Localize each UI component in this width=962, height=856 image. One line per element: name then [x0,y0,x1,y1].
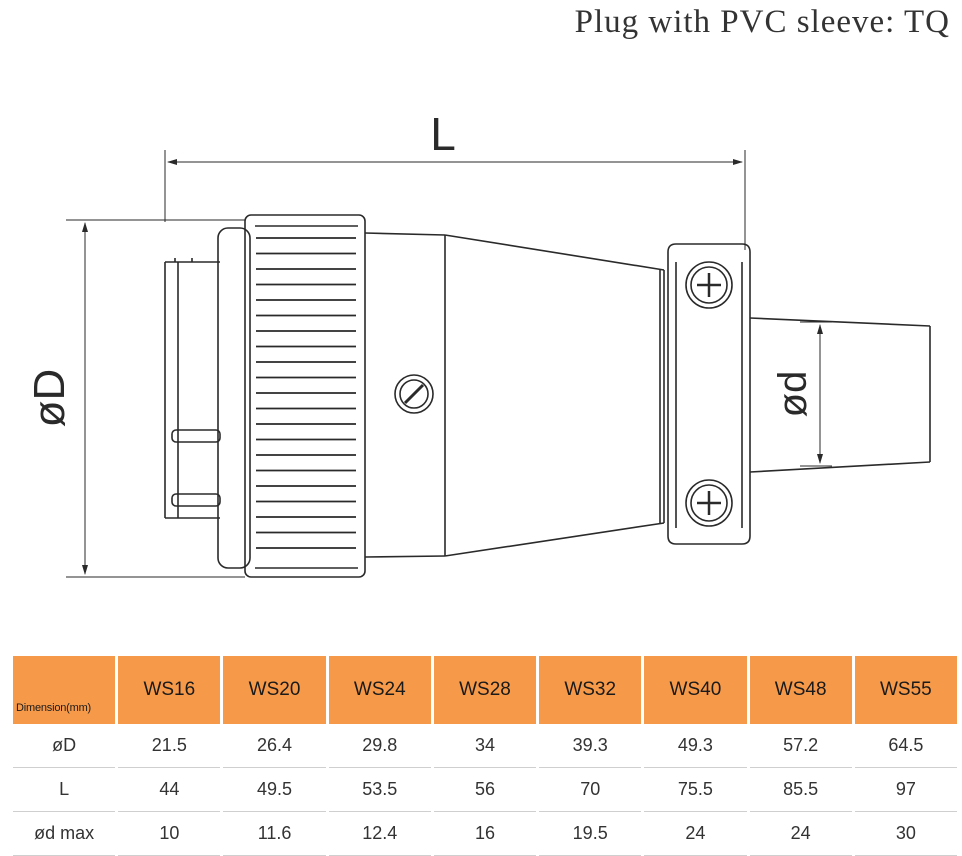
length-dimension [164,150,746,250]
col-header-ws40: WS40 [644,656,747,724]
flange [217,227,251,569]
col-header-ws20: WS20 [223,656,326,724]
table-row: øD 21.5 26.4 29.8 34 39.3 49.3 57.2 64.5 [13,724,957,768]
pvc-sleeve [749,317,931,473]
table-corner-label: Dimension(mm) [13,656,116,724]
table-cell: 53.5 [328,768,431,812]
cable-diameter-label: ød [771,371,815,418]
diameter-dimension [66,219,245,578]
table-cell: 44 [118,768,221,812]
table-cell: 10 [118,812,221,856]
row-label: L [13,768,116,812]
col-header-ws48: WS48 [749,656,852,724]
locking-screw [394,374,434,414]
table-cell: 64.5 [854,724,957,768]
col-header-ws28: WS28 [433,656,537,724]
dimension-table: Dimension(mm) WS16 WS20 WS24 WS28 WS32 W… [10,656,960,856]
col-header-ws55: WS55 [854,656,957,724]
row-label: ød max [13,812,116,856]
table-cell: 97 [854,768,957,812]
table-cell: 56 [433,768,537,812]
table-header-row: Dimension(mm) WS16 WS20 WS24 WS28 WS32 W… [13,656,957,724]
table-cell: 12.4 [328,812,431,856]
table-cell: 19.5 [539,812,642,856]
table-cell: 24 [644,812,747,856]
length-label: L [430,108,456,160]
table-row: L 44 49.5 53.5 56 70 75.5 85.5 97 [13,768,957,812]
col-header-ws16: WS16 [118,656,221,724]
col-header-ws32: WS32 [539,656,642,724]
table-cell: 34 [433,724,537,768]
table-cell: 11.6 [223,812,326,856]
coupling-nut [244,214,366,578]
knurl-lines [256,237,356,549]
page-title: Plug with PVC sleeve: TQ [574,4,950,40]
table-cell: 49.5 [223,768,326,812]
table-cell: 16 [433,812,537,856]
table-cell: 70 [539,768,642,812]
table-cell: 39.3 [539,724,642,768]
col-header-ws24: WS24 [328,656,431,724]
table-cell: 24 [749,812,852,856]
table-cell: 57.2 [749,724,852,768]
table-cell: 21.5 [118,724,221,768]
connector-body [364,232,665,558]
plug-drawing: L øD ød [25,108,931,578]
table-cell: 75.5 [644,768,747,812]
diameter-label: øD [25,369,74,428]
table-cell: 29.8 [328,724,431,768]
table-cell: 49.3 [644,724,747,768]
row-label: øD [13,724,116,768]
cable-diameter-dimension [800,321,832,467]
table-cell: 30 [854,812,957,856]
table-cell: 85.5 [749,768,852,812]
table-cell: 26.4 [223,724,326,768]
table-row: ød max 10 11.6 12.4 16 19.5 24 24 30 [13,812,957,856]
cable-clamp [667,243,751,545]
contact-pins [164,258,221,519]
